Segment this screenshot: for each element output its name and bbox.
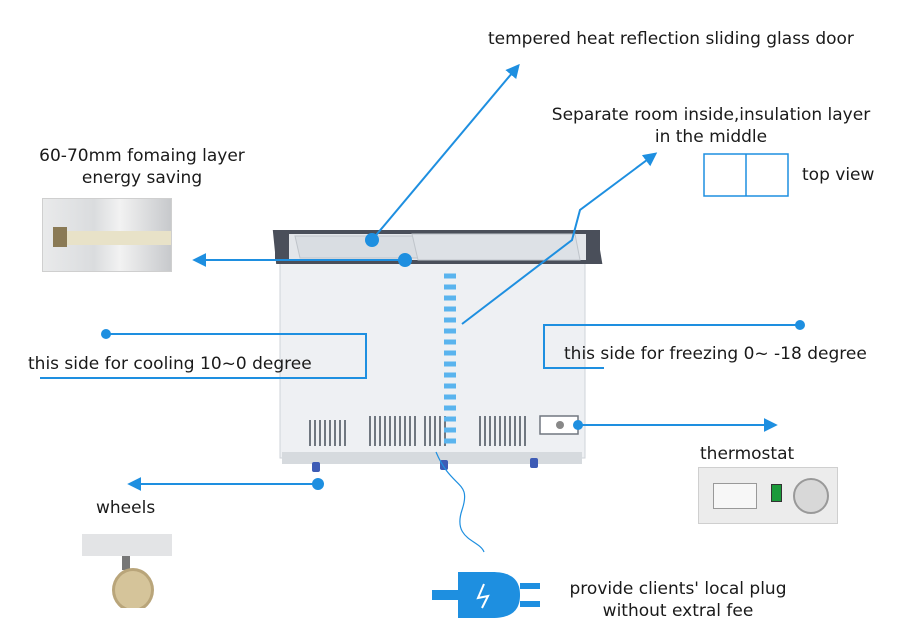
vent-grille [309, 416, 526, 446]
wheels-photo [82, 534, 172, 608]
wheels-label: wheels [96, 498, 156, 518]
thermostat-photo [698, 467, 838, 524]
cooling-side-label: this side for cooling 10~0 degree [28, 354, 312, 374]
thermostat-label: thermostat [700, 444, 795, 464]
cooling-side-leader [40, 333, 367, 379]
freezing-side-label: this side for freezing 0~ -18 degree [564, 344, 867, 364]
foaming-line2: energy saving [81, 168, 203, 188]
caster-wheels [312, 458, 538, 472]
glass-door-arrow [371, 63, 520, 241]
freezing-side-leader [543, 324, 800, 369]
plug-label: provide clients' local plug without extr… [554, 578, 802, 622]
top-view-diagram [703, 153, 789, 197]
foaming-line1: 60-70mm fomaing layer [39, 146, 245, 166]
plug-line2: without extral fee [602, 601, 754, 621]
separate-room-line2: in the middle [654, 127, 768, 147]
separate-room-line1: Separate room inside,insulation layer [551, 105, 871, 125]
glass-door-label: tempered heat reflection sliding glass d… [488, 29, 854, 49]
top-view-label: top view [802, 165, 875, 185]
divider-dashes [444, 273, 456, 444]
power-cord [435, 451, 485, 553]
foaming-layer-label: 60-70mm fomaing layer energy saving [22, 145, 262, 189]
plug-icon [432, 572, 540, 618]
separate-room-label: Separate room inside,insulation layer in… [540, 104, 882, 148]
plug-line1: provide clients' local plug [569, 579, 787, 599]
leader-dots [101, 233, 805, 490]
separate-room-arrow [461, 152, 658, 325]
foaming-layer-photo [42, 198, 172, 272]
chest-freezer [272, 230, 603, 472]
